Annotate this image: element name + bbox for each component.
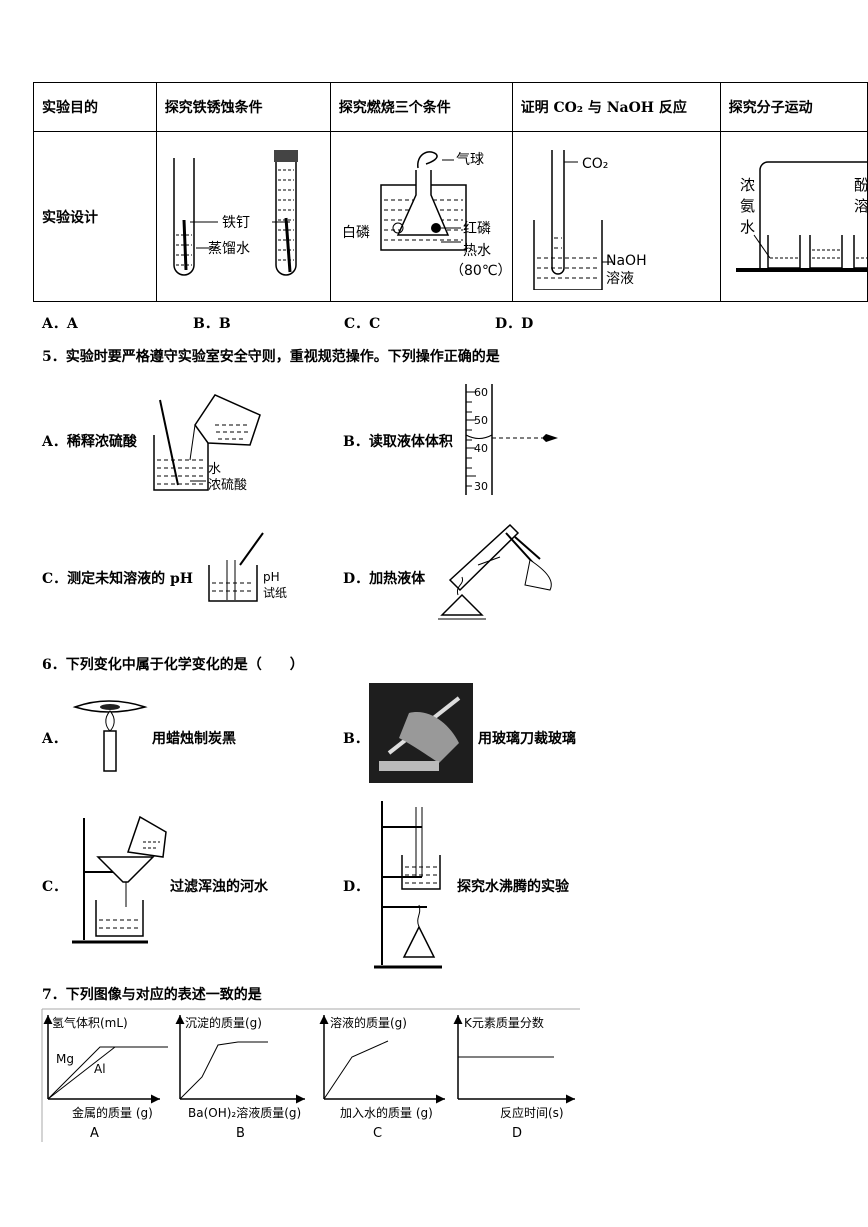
graph-b-xlabel: Ba(OH)₂溶液质量(g)	[188, 1105, 301, 1120]
molecule-motion-diagram: 浓 氨 水 酚 溶	[736, 161, 868, 272]
graph-a-letter: A	[90, 1126, 99, 1141]
q6-option-c-letter[interactable]: C．	[42, 879, 68, 895]
co2-naoh-experiment-diagram: CO₂ NaOH 溶液	[533, 150, 647, 290]
table-row-label: 实验设计	[33, 131, 157, 302]
label-phenol: 酚	[854, 176, 868, 194]
graph-b-ylabel: 沉淀的质量(g)	[185, 1015, 262, 1030]
graph-a-series-al: Al	[94, 1062, 106, 1076]
graph-d-letter: D	[512, 1126, 522, 1141]
table-cell-co2	[511, 131, 721, 302]
candle-soot-diagram	[72, 700, 148, 772]
graph-d-xlabel: 反应时间(s)	[500, 1105, 564, 1120]
q5-option-c[interactable]: C．测定未知溶液的 pH	[42, 571, 194, 587]
label-ammonia: 氨	[740, 197, 755, 215]
label-ph: pH	[263, 570, 280, 584]
scale-50: 50	[474, 414, 488, 427]
q6-option-a-text[interactable]: 用蜡烛制炭黑	[152, 731, 236, 747]
q6-option-d-letter[interactable]: D．	[343, 879, 370, 895]
q5-option-a[interactable]: A．稀释浓硫酸	[42, 434, 137, 450]
label-sulfuric-acid: 浓硫酸	[208, 478, 247, 493]
label-white-phosphorus: 白磷	[342, 225, 370, 241]
table-header-purpose: 实验目的	[33, 82, 157, 132]
ph-test-diagram: pH 试纸	[208, 532, 287, 602]
graph-a: 氢气体积(mL) Mg Al 金属的质量 (g) A	[43, 1015, 168, 1141]
graph-c: 溶液的质量(g) 加入水的质量 (g) C	[319, 1015, 445, 1141]
q7-graphs: 氢气体积(mL) Mg Al 金属的质量 (g) A 沉淀的质量(g) Ba(O…	[41, 1008, 580, 1142]
q6-option-b-text[interactable]: 用玻璃刀裁玻璃	[478, 731, 576, 747]
table-cell-molecule	[719, 131, 868, 302]
q7-stem: 7．下列图像与对应的表述一致的是	[42, 987, 262, 1003]
table-cell-rust	[155, 131, 331, 302]
graph-d-ylabel: K元素质量分数	[464, 1015, 544, 1030]
graph-c-ylabel: 溶液的质量(g)	[330, 1015, 407, 1030]
label-distilled-water: 蒸馏水	[208, 241, 250, 257]
q4-option-a[interactable]: A．A	[42, 316, 78, 332]
read-volume-diagram: 60 50 40 30	[465, 384, 558, 495]
q4-option-b[interactable]: B．B	[193, 316, 231, 332]
boiling-water-diagram	[374, 801, 442, 969]
q6-option-c-text[interactable]: 过滤浑浊的河水	[170, 879, 268, 895]
table-header-co2: 证明 CO₂ 与 NaOH 反应	[511, 82, 721, 132]
scale-30: 30	[474, 480, 488, 493]
graph-a-series-mg: Mg	[56, 1052, 74, 1066]
rust-experiment-diagram: 铁钉 蒸馏水	[173, 150, 298, 276]
table-header-rust: 探究铁锈蚀条件	[155, 82, 331, 132]
graph-b: 沉淀的质量(g) Ba(OH)₂溶液质量(g) B	[175, 1015, 305, 1141]
graph-a-xlabel: 金属的质量 (g)	[72, 1105, 153, 1120]
q6-option-d-text[interactable]: 探究水沸腾的实验	[457, 879, 569, 895]
q6-stem: 6．下列变化中属于化学变化的是（ ）	[42, 657, 304, 673]
q5-stem: 5．实验时要严格遵守实验室安全守则，重视规范操作。下列操作正确的是	[42, 349, 500, 365]
graph-a-ylabel: 氢气体积(mL)	[52, 1015, 128, 1030]
label-sol: 溶	[854, 197, 868, 215]
dilute-acid-diagram: 水 浓硫酸	[153, 394, 261, 493]
scale-40: 40	[474, 442, 488, 455]
graph-b-letter: B	[236, 1126, 245, 1141]
q5-option-b[interactable]: B．读取液体体积	[343, 434, 453, 450]
table-header-molecule: 探究分子运动	[719, 82, 868, 132]
label-balloon: 气球	[456, 152, 484, 168]
graph-d: K元素质量分数 反应时间(s) D	[453, 1015, 575, 1141]
label-water: 水	[740, 218, 755, 236]
experiment-table: 实验目的 探究铁锈蚀条件 探究燃烧三个条件 证明 CO₂ 与 NaOH 反应 探…	[33, 82, 868, 302]
label-iron-nail: 铁钉	[222, 215, 250, 231]
scale-60: 60	[474, 386, 488, 399]
label-naoh: NaOH	[606, 253, 647, 269]
graph-c-letter: C	[373, 1126, 382, 1141]
glass-cutter-photo	[369, 683, 473, 783]
label-co2: CO₂	[582, 156, 608, 172]
q6-option-a-letter[interactable]: A．	[42, 731, 67, 747]
label-80c: （80℃）	[450, 263, 511, 279]
label-red-phosphorus: 红磷	[463, 221, 491, 237]
graph-c-xlabel: 加入水的质量 (g)	[340, 1105, 433, 1120]
q6-option-b-letter[interactable]: B．	[343, 731, 369, 747]
label-water-a: 水	[208, 462, 221, 477]
table-header-combustion: 探究燃烧三个条件	[329, 82, 513, 132]
label-hot-water: 热水	[463, 243, 491, 259]
heat-liquid-diagram	[438, 523, 552, 620]
label-solution: 溶液	[606, 271, 634, 287]
label-test-paper: 试纸	[263, 585, 287, 600]
q5-option-d[interactable]: D．加热液体	[343, 571, 426, 587]
label-conc: 浓	[740, 176, 755, 194]
q4-option-c[interactable]: C．C	[344, 316, 381, 332]
q4-option-d[interactable]: D．D	[495, 316, 534, 332]
combustion-experiment-diagram: 气球 白磷 红磷 热水 （80℃）	[342, 151, 511, 279]
filtration-diagram	[72, 815, 167, 944]
